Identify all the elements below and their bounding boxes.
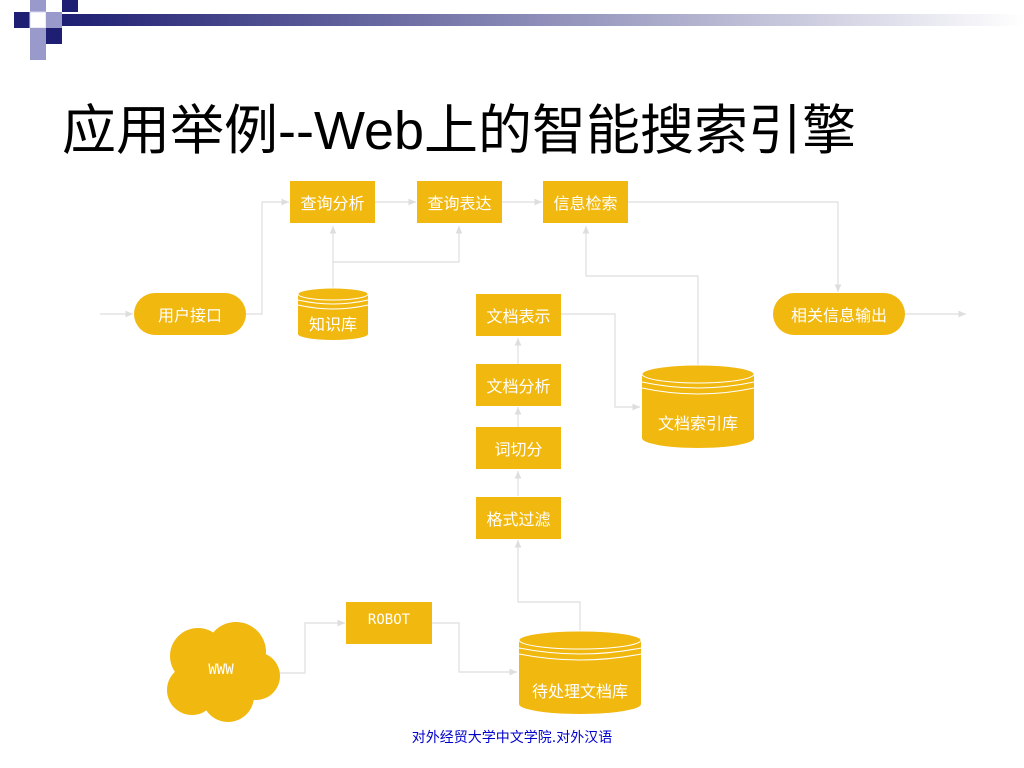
deco-square (62, 0, 78, 12)
connector-kb-to-query-expression (333, 226, 463, 263)
deco-square (14, 12, 30, 28)
deco-square (30, 28, 46, 44)
connector-www-to-robot (278, 619, 345, 674)
deco-square (46, 28, 62, 44)
label-doc-index-db: 文档索引库 (657, 414, 738, 433)
header-gradient-bar (62, 14, 1024, 26)
node-user-interface: 用户接口 (134, 293, 246, 335)
knowledge-base-cylinder (297, 287, 369, 340)
pending-doc-db-cylinder (518, 630, 642, 714)
label-pending-doc-db: 待处理文档库 (531, 682, 628, 701)
connector-retrieval-to-output (628, 201, 842, 292)
connector-index-to-retrieval (582, 226, 699, 368)
connector-user-interface-to-query-analysis (245, 198, 289, 315)
connector-robot-to-pending (432, 622, 517, 676)
connector-representation-to-index (561, 313, 640, 411)
title-latin: --Web (278, 101, 425, 161)
node-query-expression: 查询表达 (417, 181, 502, 223)
slide-title: 应用举例--Web上的智能搜索引擎 (62, 96, 856, 166)
slide-footer: 对外经贸大学中文学院.对外汉语 (411, 730, 613, 746)
deco-square (46, 12, 62, 28)
node-related-info-output: 相关信息输出 (773, 293, 905, 335)
label-www: WWW (208, 662, 234, 678)
node-doc-analysis: 文档分析 (476, 364, 561, 406)
node-robot: ROBOT (346, 602, 432, 644)
node-doc-representation: 文档表示 (476, 294, 561, 336)
deco-square (30, 0, 46, 12)
node-info-retrieval: 信息检索 (543, 181, 628, 223)
node-format-filter: 格式过滤 (476, 497, 561, 539)
node-word-segmentation: 词切分 (476, 427, 561, 469)
www-cloud-shape (167, 622, 280, 722)
connector-pending-to-filter (514, 540, 581, 632)
slide-decoration (14, 0, 1024, 60)
deco-square (30, 44, 46, 60)
title-cjk-suffix: 上的智能搜索引擎 (424, 99, 857, 162)
node-query-analysis: 查询分析 (290, 181, 375, 223)
label-knowledge-base: 知识库 (308, 315, 357, 334)
title-cjk-prefix: 应用举例 (62, 99, 278, 162)
doc-index-db-cylinder (641, 364, 755, 448)
